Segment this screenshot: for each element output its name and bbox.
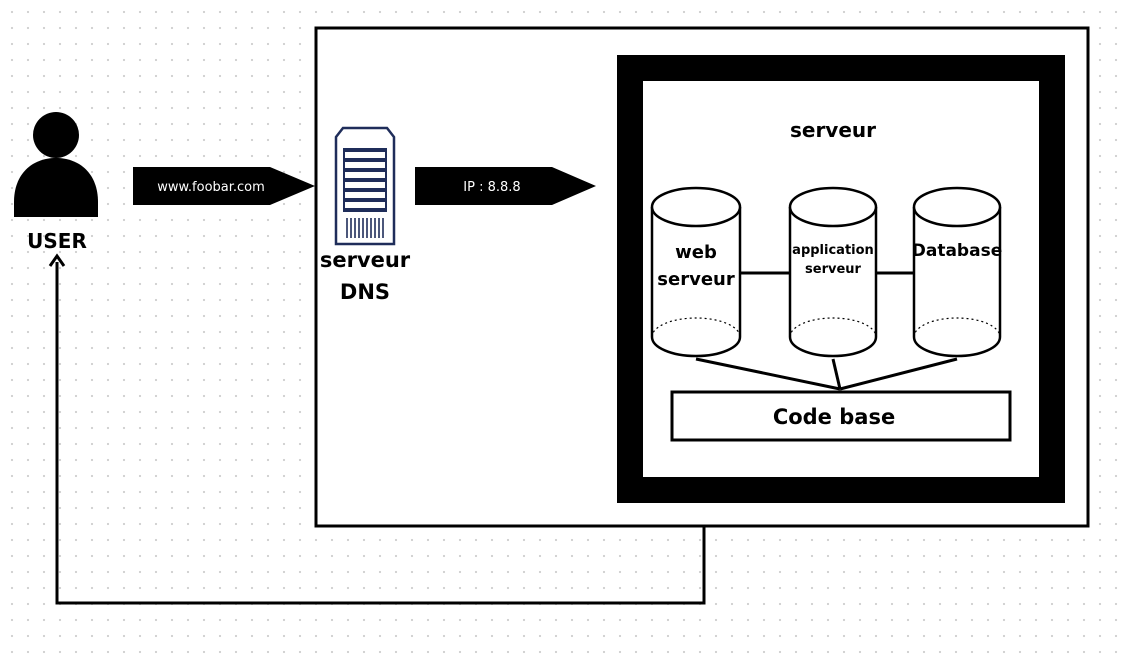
web-server-cylinder (650, 186, 742, 358)
application-server-cylinder (788, 186, 878, 358)
return-line (55, 262, 706, 605)
app-server-label-line2: serveur (805, 262, 862, 277)
user-icon (14, 112, 98, 217)
db-codebase-line (839, 357, 958, 391)
server-rack-icon (334, 126, 396, 246)
server-title: serveur (790, 118, 876, 142)
web-server-label-line1: web (675, 242, 717, 263)
app-server-label-line1: application (792, 243, 874, 258)
codebase-label: Code base (773, 405, 895, 429)
database-cylinder (912, 186, 1002, 358)
ip-arrow-label: IP : 8.8.8 (463, 180, 520, 195)
app-codebase-line (831, 358, 842, 390)
dns-label-line2: DNS (340, 280, 390, 304)
ip-arrow (415, 167, 596, 205)
web-server-label-line2: serveur (657, 269, 735, 290)
codebase-box (670, 390, 1012, 442)
dns-label-line1: serveur (320, 248, 411, 272)
web-codebase-line (695, 357, 841, 391)
database-label: Database (912, 241, 1002, 261)
domain-arrow (133, 167, 315, 205)
return-arrowhead (48, 253, 66, 267)
user-label: USER (27, 229, 87, 253)
domain-arrow-label: www.foobar.com (157, 180, 265, 195)
